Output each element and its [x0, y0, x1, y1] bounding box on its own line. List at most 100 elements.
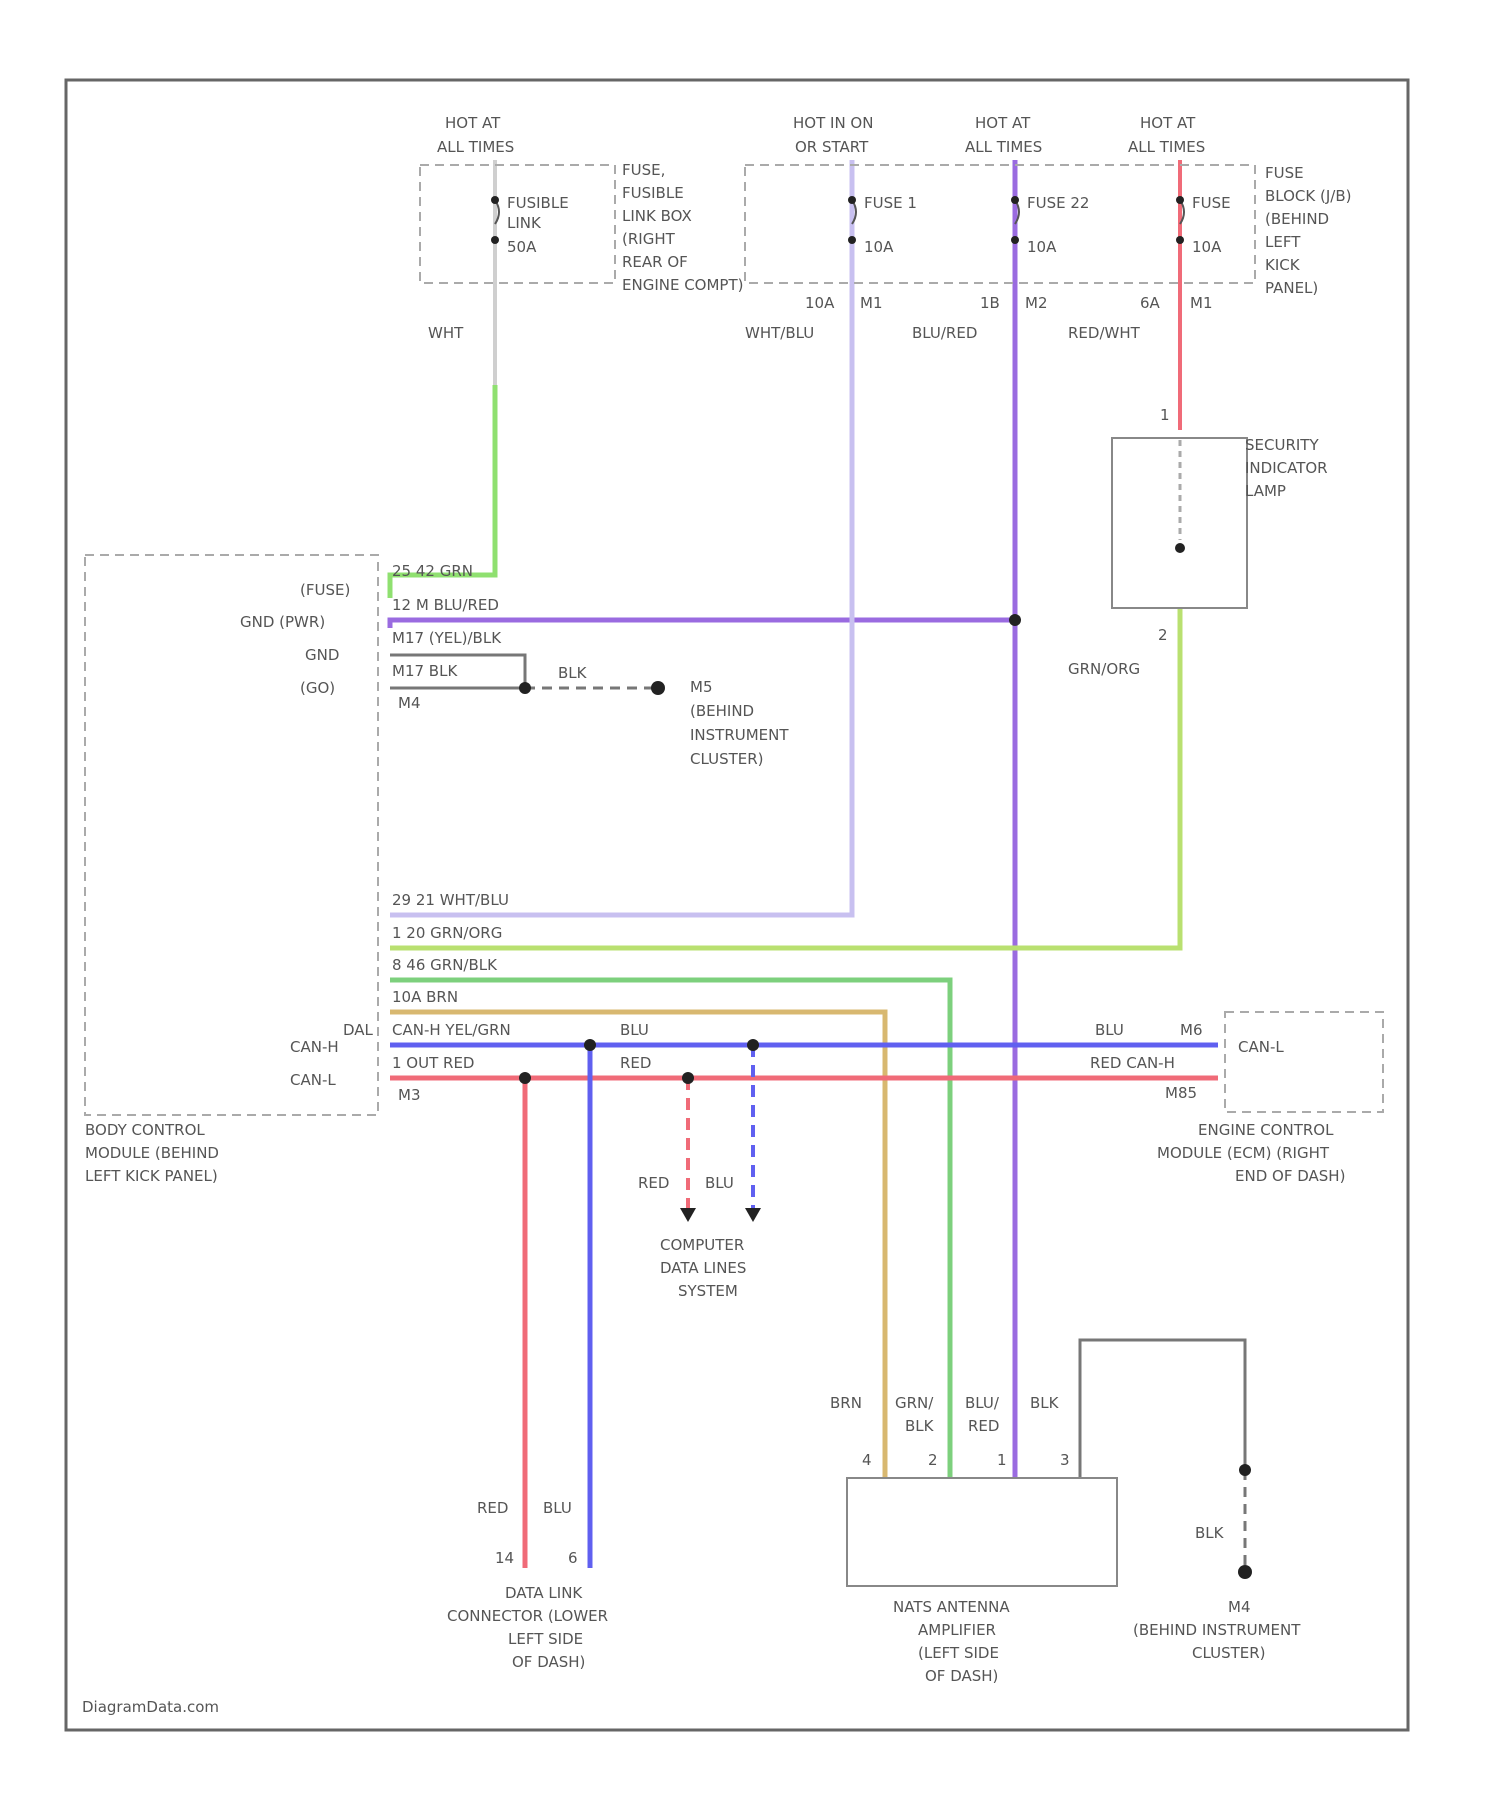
can-blu-label: BLU: [620, 1021, 649, 1039]
fuse-block-label6: PANEL): [1265, 279, 1318, 297]
dlc-name3: LEFT SIDE: [508, 1630, 583, 1648]
fusible-hot-line2: ALL TIMES: [437, 138, 514, 156]
wires: [390, 160, 1245, 1572]
fuse1-pin-a: 10A: [805, 294, 835, 312]
ecm-name3: END OF DASH): [1235, 1167, 1345, 1185]
bcm-name2: MODULE (BEHIND: [85, 1144, 219, 1162]
body-control-module-box: [85, 555, 378, 1115]
cdl-label2: DATA LINES: [660, 1259, 746, 1277]
security-lamp-label1: SECURITY: [1245, 436, 1319, 454]
bcm-pin-bottom-6: 1 OUT RED: [392, 1054, 474, 1072]
security-lamp-label3: LAMP: [1245, 482, 1286, 500]
cdl-wire-red: RED: [638, 1174, 669, 1192]
security-lamp-pin-top: 1: [1160, 406, 1170, 424]
security-lamp-pin-bottom: 2: [1158, 626, 1168, 644]
fuse22-pin-a: 1B: [980, 294, 1000, 312]
nats-pin-1: 1: [997, 1451, 1007, 1469]
dlc-wire-blu: BLU: [543, 1499, 572, 1517]
fuse22-hot-line2: ALL TIMES: [965, 138, 1042, 156]
wht-wire-label: WHT: [428, 324, 464, 342]
nats-pin-3: 3: [1060, 1451, 1070, 1469]
fuse-right-pin-a: 6A: [1140, 294, 1161, 312]
bcm-pin-bottom-1: 29 21 WHT/BLU: [392, 891, 509, 909]
ground-m5-label2: (BEHIND: [690, 702, 754, 720]
ground-m4-label2: (BEHIND INSTRUMENT: [1133, 1621, 1301, 1639]
security-lamp-label2: INDICATOR: [1245, 459, 1328, 477]
can-red-label: RED: [620, 1054, 651, 1072]
fuse-right-rating: 10A: [1192, 238, 1222, 256]
fusible-link-name2: LINK: [507, 214, 542, 232]
nats-wire-grn: GRN/: [895, 1394, 934, 1412]
cdl-wire-blu: BLU: [705, 1174, 734, 1192]
bcm-can-h: CAN-H: [290, 1038, 339, 1056]
fuse1-wire: WHT/BLU: [745, 324, 814, 342]
bcm-pin-top-2: 12 M BLU/RED: [392, 596, 499, 614]
fuse1-name: FUSE 1: [864, 194, 917, 212]
ecm-pin-red-canh: RED CAN-H: [1090, 1054, 1175, 1072]
fusible-box-label1: FUSE,: [622, 161, 665, 179]
ecm-pin-canl: CAN-L: [1238, 1038, 1284, 1056]
bcm-name3: LEFT KICK PANEL): [85, 1167, 218, 1185]
bcm-name1: BODY CONTROL: [85, 1121, 205, 1139]
ecm-pin-blu: BLU: [1095, 1021, 1124, 1039]
dlc-pin-6: 6: [568, 1549, 578, 1567]
engine-control-module-box: [1225, 1012, 1383, 1112]
dlc-wire-red: RED: [477, 1499, 508, 1517]
fuse-right-wire: RED/WHT: [1068, 324, 1141, 342]
ecm-pin-m6: M6: [1180, 1021, 1203, 1039]
ground-m5-label4: CLUSTER): [690, 750, 764, 768]
bcm-pin-top-5: M4: [398, 694, 421, 712]
nats-name1: NATS ANTENNA: [893, 1598, 1010, 1616]
fuse22-pin-b: M2: [1025, 294, 1048, 312]
diagram-frame: [66, 80, 1408, 1730]
nats-wire-blu-red: RED: [968, 1417, 999, 1435]
bcm-pin-bottom-3: 8 46 GRN/BLK: [392, 956, 498, 974]
ground-m4-label3: CLUSTER): [1192, 1644, 1266, 1662]
nats-wire-brn: BRN: [830, 1394, 862, 1412]
fuse-right-hot-line2: ALL TIMES: [1128, 138, 1205, 156]
bcm-pin-top-1: 25 42 GRN: [392, 562, 473, 580]
nats-name3: (LEFT SIDE: [918, 1644, 999, 1662]
nats-pin-2: 2: [928, 1451, 938, 1469]
cdl-label1: COMPUTER: [660, 1236, 744, 1254]
dlc-name2: CONNECTOR (LOWER: [447, 1607, 608, 1625]
fusible-hot-line1: HOT AT: [445, 114, 501, 132]
wire-brn: [390, 1012, 885, 1478]
nats-pin-4: 4: [862, 1451, 872, 1469]
ecm-name1: ENGINE CONTROL: [1198, 1121, 1334, 1139]
bcm-label-gnd-pwr: GND (PWR): [240, 613, 325, 631]
bcm-can-dal: DAL: [343, 1021, 374, 1039]
ecm-name2: MODULE (ECM) (RIGHT: [1157, 1144, 1330, 1162]
fuse-right-name: FUSE: [1192, 194, 1231, 212]
fusible-box-label5: REAR OF: [622, 253, 688, 271]
wire-blu-red-bcm: [390, 620, 1015, 628]
fuse1-pin-b: M1: [860, 294, 883, 312]
fusible-box-label4: (RIGHT: [622, 230, 676, 248]
fuse-symbols: [495, 200, 1184, 540]
fuse1-hot-line2: OR START: [795, 138, 869, 156]
dlc-name4: OF DASH): [512, 1653, 585, 1671]
bcm-pin-top-3: M17 (YEL)/BLK: [392, 629, 502, 647]
nats-wire-blu: BLU/: [965, 1394, 1000, 1412]
fusible-link-rating: 50A: [507, 238, 537, 256]
bcm-label-fuse: (FUSE): [300, 581, 350, 599]
security-lamp-wire: GRN/ORG: [1068, 660, 1140, 678]
fuse-block-label2: BLOCK (J/B): [1265, 187, 1351, 205]
bcm-can-l: CAN-L: [290, 1071, 336, 1089]
ground-m5-wire: BLK: [558, 664, 588, 682]
fusible-box-label3: LINK BOX: [622, 207, 692, 225]
dlc-pin-14: 14: [495, 1549, 514, 1567]
fuse1-hot-line1: HOT IN ON: [793, 114, 873, 132]
fuse22-name: FUSE 22: [1027, 194, 1089, 212]
fusible-box-label2: FUSIBLE: [622, 184, 684, 202]
nats-wire-grn-blk: BLK: [905, 1417, 935, 1435]
ground-m4-wire: BLK: [1195, 1524, 1225, 1542]
fusible-box-label6: ENGINE COMPT): [622, 276, 744, 294]
watermark: DiagramData.com: [82, 1698, 219, 1716]
cdl-label3: SYSTEM: [678, 1282, 738, 1300]
fuse-right-hot-line1: HOT AT: [1140, 114, 1196, 132]
bcm-pin-top-4: M17 BLK: [392, 662, 458, 680]
fusible-link-name1: FUSIBLE: [507, 194, 569, 212]
ground-m5-label1: M5: [690, 678, 713, 696]
